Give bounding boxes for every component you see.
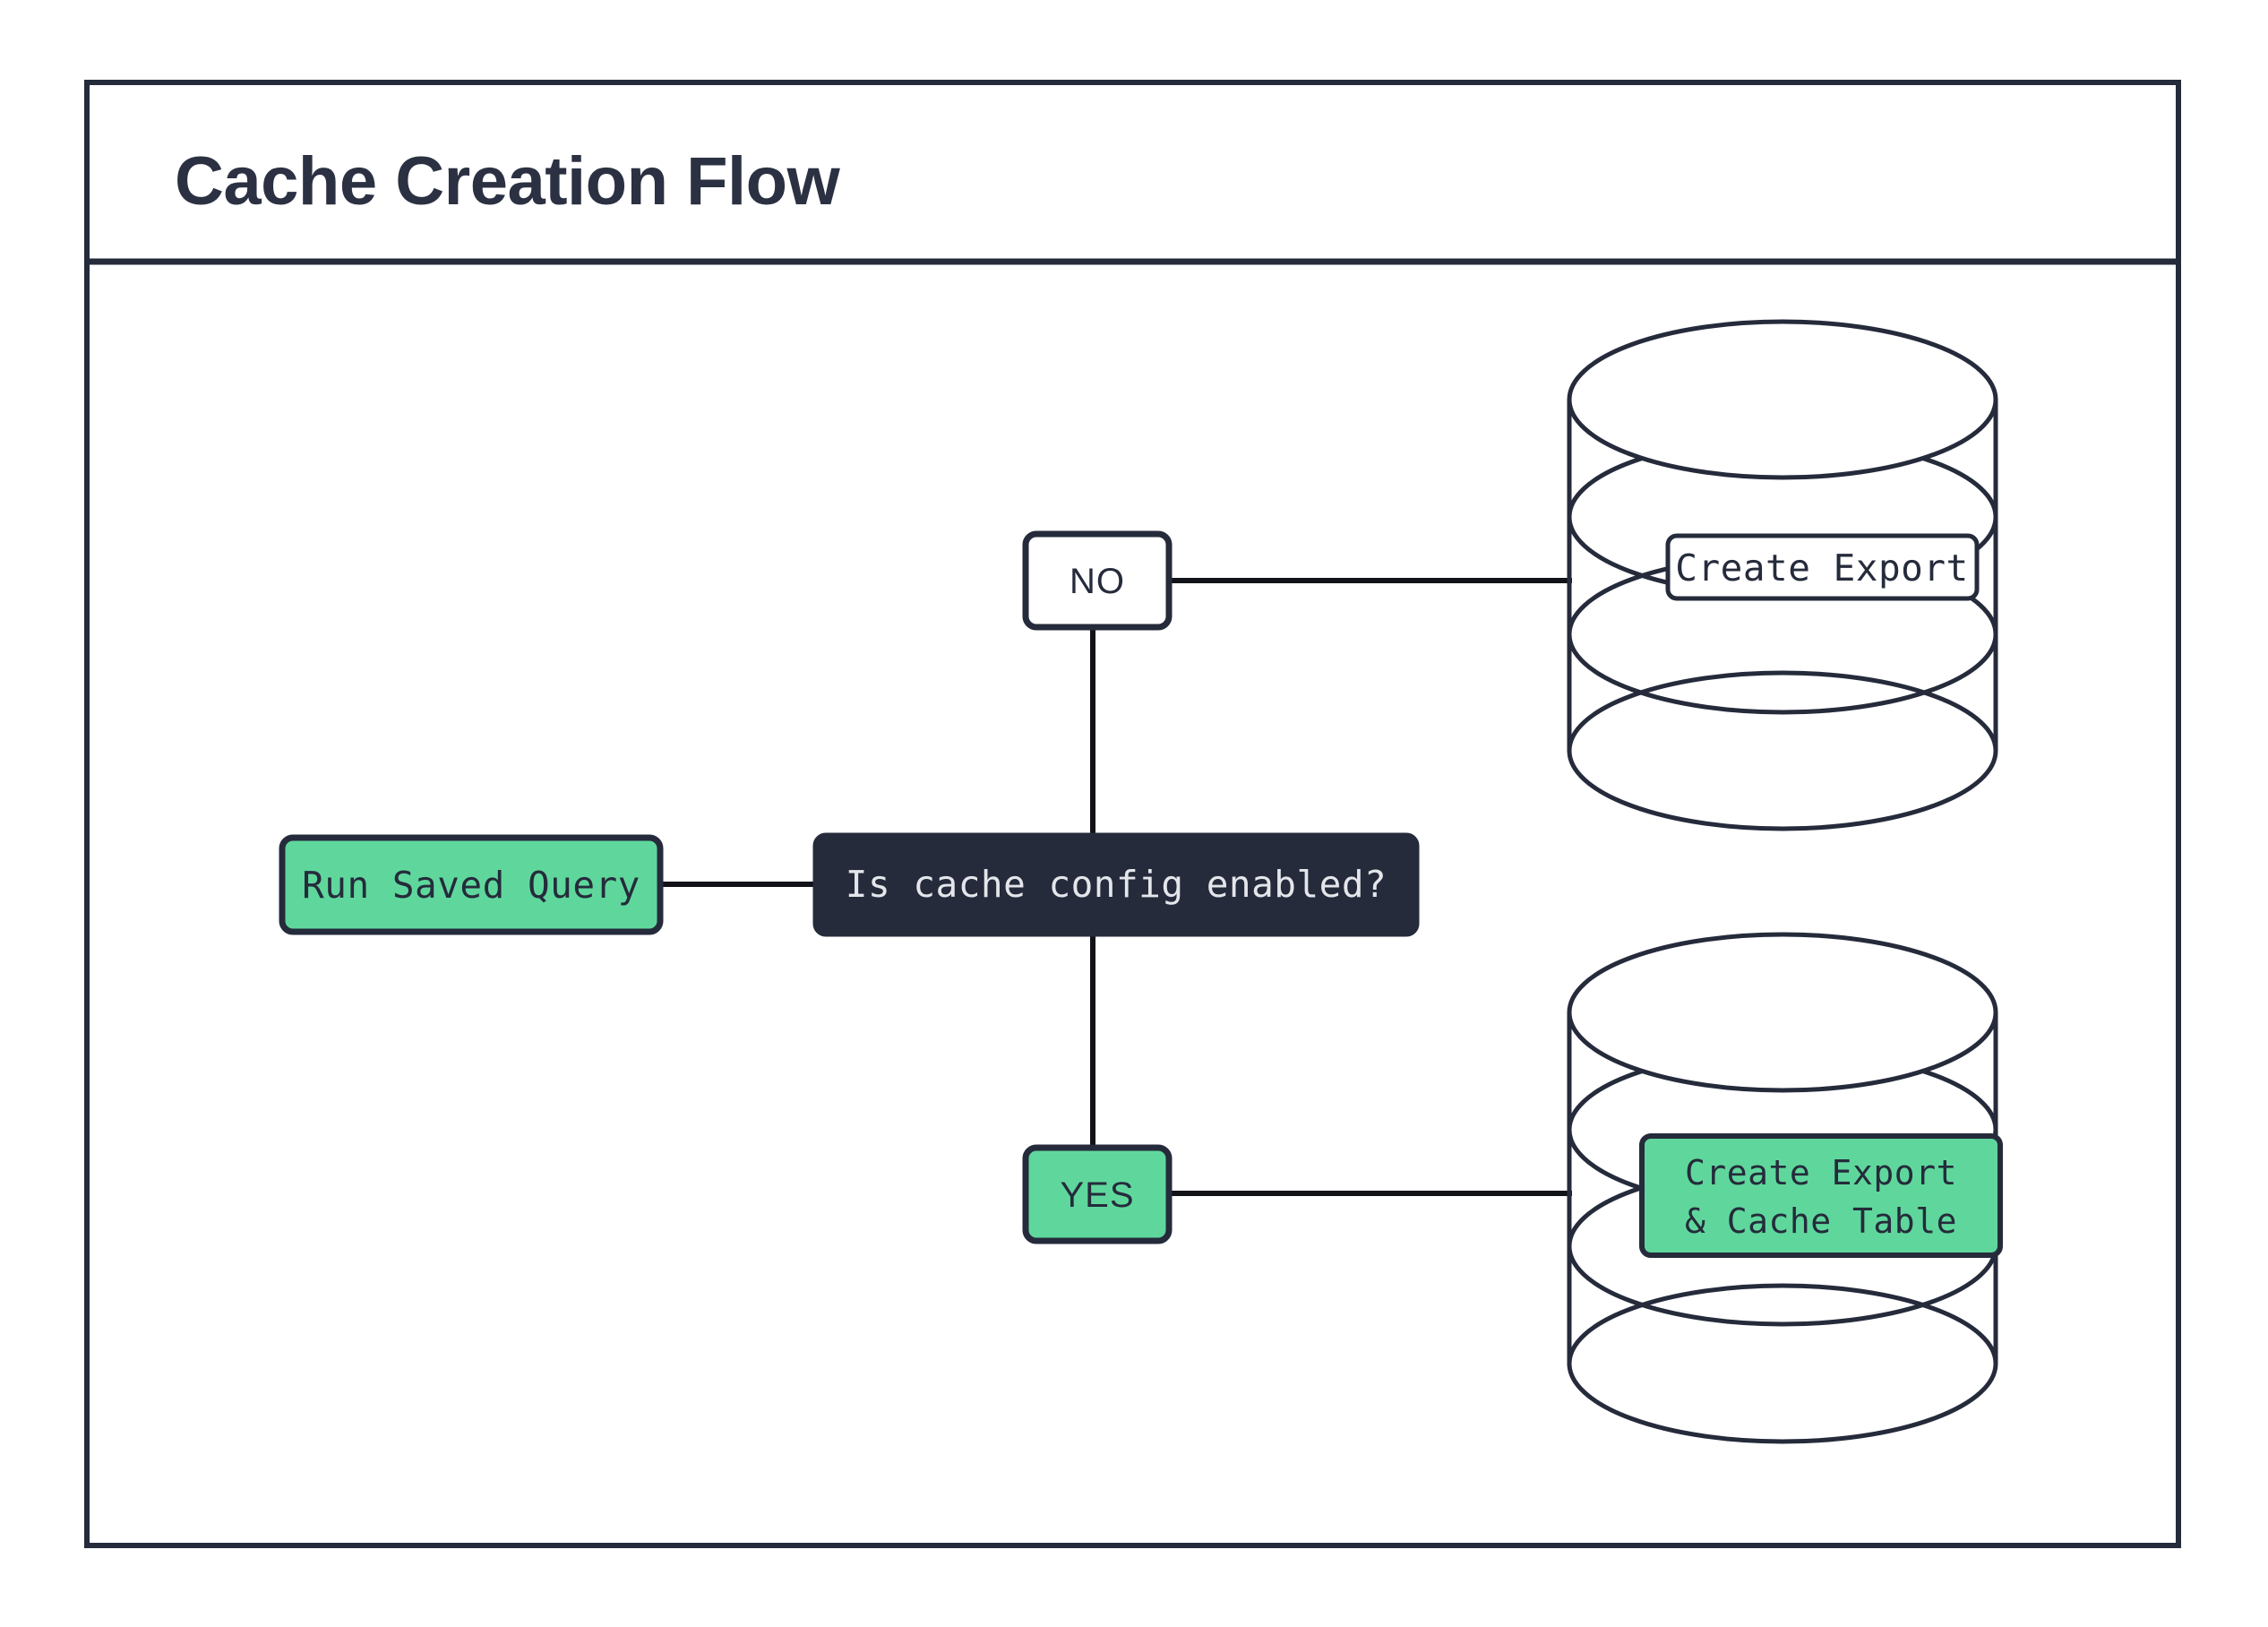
database-cylinder-bottom: Create Export & Cache Table (1567, 932, 2003, 1444)
node-branch-no[interactable]: NO (1022, 530, 1173, 631)
node-is-cache-config-enabled[interactable]: Is cache config enabled? (812, 832, 1420, 937)
database-bottom-label-line2: & Cache Table (1685, 1201, 1957, 1241)
diagram-outer-frame (84, 80, 2181, 1548)
database-top-label-box (1665, 533, 1980, 601)
decision-label: Is cache config enabled? (846, 863, 1387, 906)
branch-yes-label: YES (1060, 1175, 1134, 1215)
node-branch-yes[interactable]: YES (1022, 1144, 1173, 1244)
branch-no-label: NO (1070, 562, 1125, 601)
run-saved-query-label: Run Saved Query (302, 864, 640, 907)
database-bottom-label-box (1639, 1133, 2003, 1258)
database-top-label: Create Export (1675, 547, 1968, 590)
page-title: Cache Creation Flow (175, 143, 841, 220)
branch-yes-box[interactable] (1022, 1144, 1173, 1244)
decision-box[interactable] (812, 832, 1420, 937)
branch-no-box[interactable] (1022, 530, 1173, 631)
database-bottom-label-line1: Create Export (1685, 1153, 1957, 1192)
run-saved-query-box[interactable] (279, 834, 664, 935)
database-cylinder-top: Create Export (1567, 319, 1998, 831)
node-run-saved-query[interactable]: Run Saved Query (279, 834, 664, 935)
